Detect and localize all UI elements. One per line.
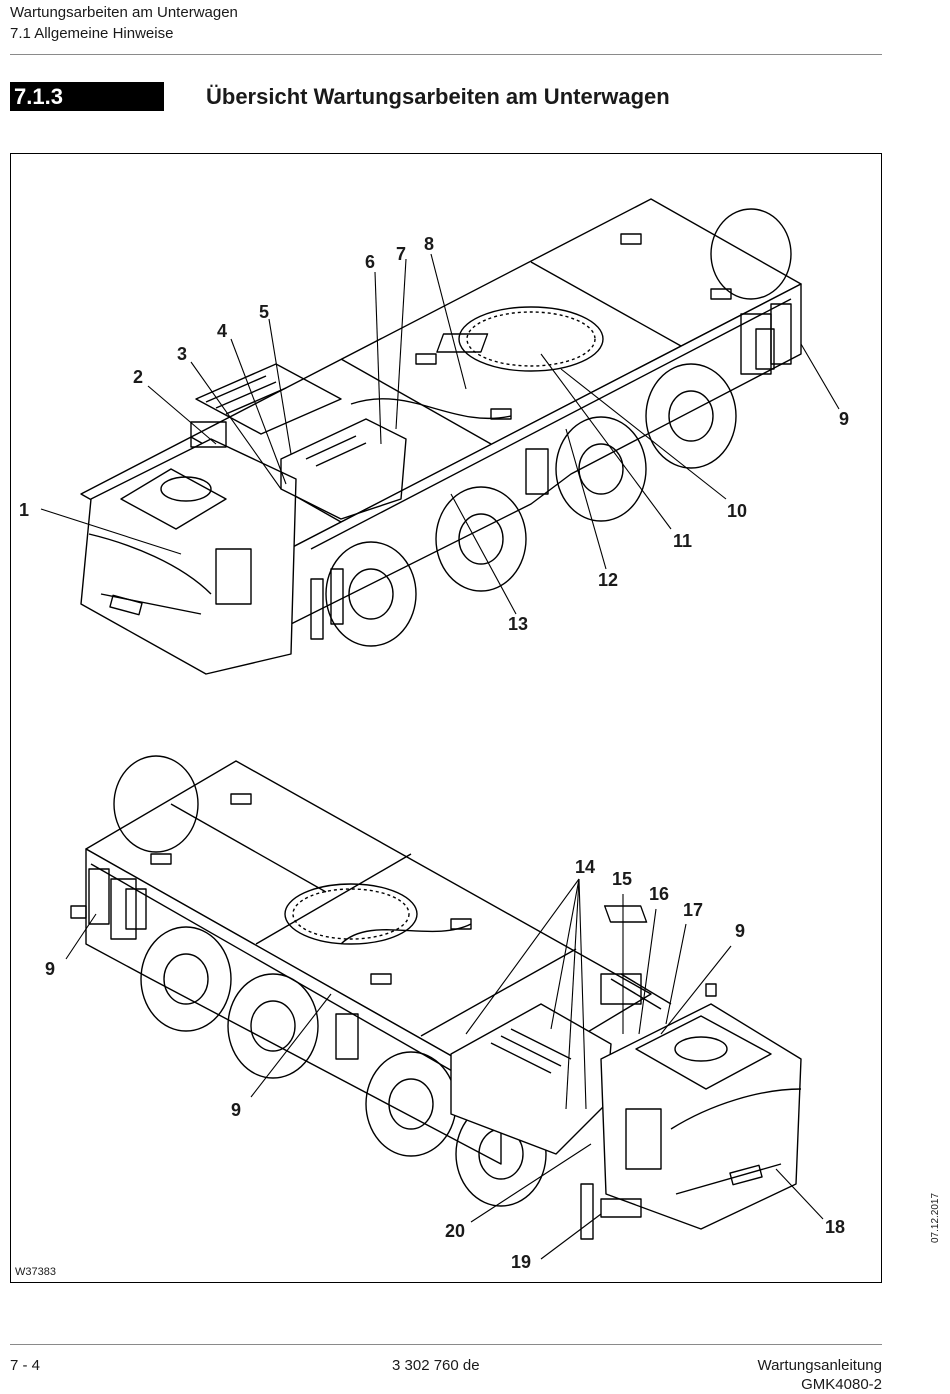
footer-doc-number: 3 302 760 de [392,1357,480,1374]
callout-10: 10 [727,501,748,521]
carrier-top-view [80,198,802,675]
callout-11: 11 [673,531,693,551]
callout-7: 7 [396,244,407,264]
figure-id: W37383 [15,1266,56,1278]
header-section-title: 7.1 Allgemeine Hinweise [10,25,174,42]
leader-lines [40,253,840,1260]
callout-1: 1 [19,500,30,520]
callout-2: 2 [133,367,144,387]
callout-18: 19 [511,1252,532,1272]
footer-rule [10,1344,882,1345]
footer-manual-title: Wartungsanleitung [757,1357,882,1374]
callout-20: 9 [231,1100,242,1120]
callout-8: 8 [424,234,435,254]
footer-model: GMK4080-2 [801,1376,882,1393]
section-title: Übersicht Wartungsarbeiten am Unterwagen [206,84,670,109]
side-date: 07.12.2017 [930,1192,941,1243]
callout-9-bottom-center: 14 [575,857,596,877]
callout-16: 17 [683,900,704,920]
section-number: 7.1.3 [10,82,164,111]
crane-illustration [40,198,840,1260]
callout-9-bottom-right: 18 [825,1217,846,1237]
callout-6: 6 [365,252,376,272]
callout-13: 13 [508,614,529,634]
carrier-bottom-view [70,755,802,1240]
callout-4: 4 [217,321,228,341]
callout-14: 15 [612,869,633,889]
callout-15: 16 [649,884,670,904]
figure-frame: 1 2 3 4 5 6 7 8 9 10 11 12 13 9 14 15 16… [10,153,882,1283]
callout-5: 5 [259,302,270,322]
callout-17: 9 [735,921,746,941]
callout-9-top: 9 [839,409,850,429]
header-chapter-title: Wartungsarbeiten am Unterwagen [10,4,238,21]
callout-12: 12 [598,570,619,590]
callout-9-bottom-left: 9 [45,959,56,979]
header-rule [10,54,882,55]
callout-19: 20 [445,1221,466,1241]
footer-page-number: 7 - 4 [10,1357,41,1374]
callout-3: 3 [177,344,188,364]
